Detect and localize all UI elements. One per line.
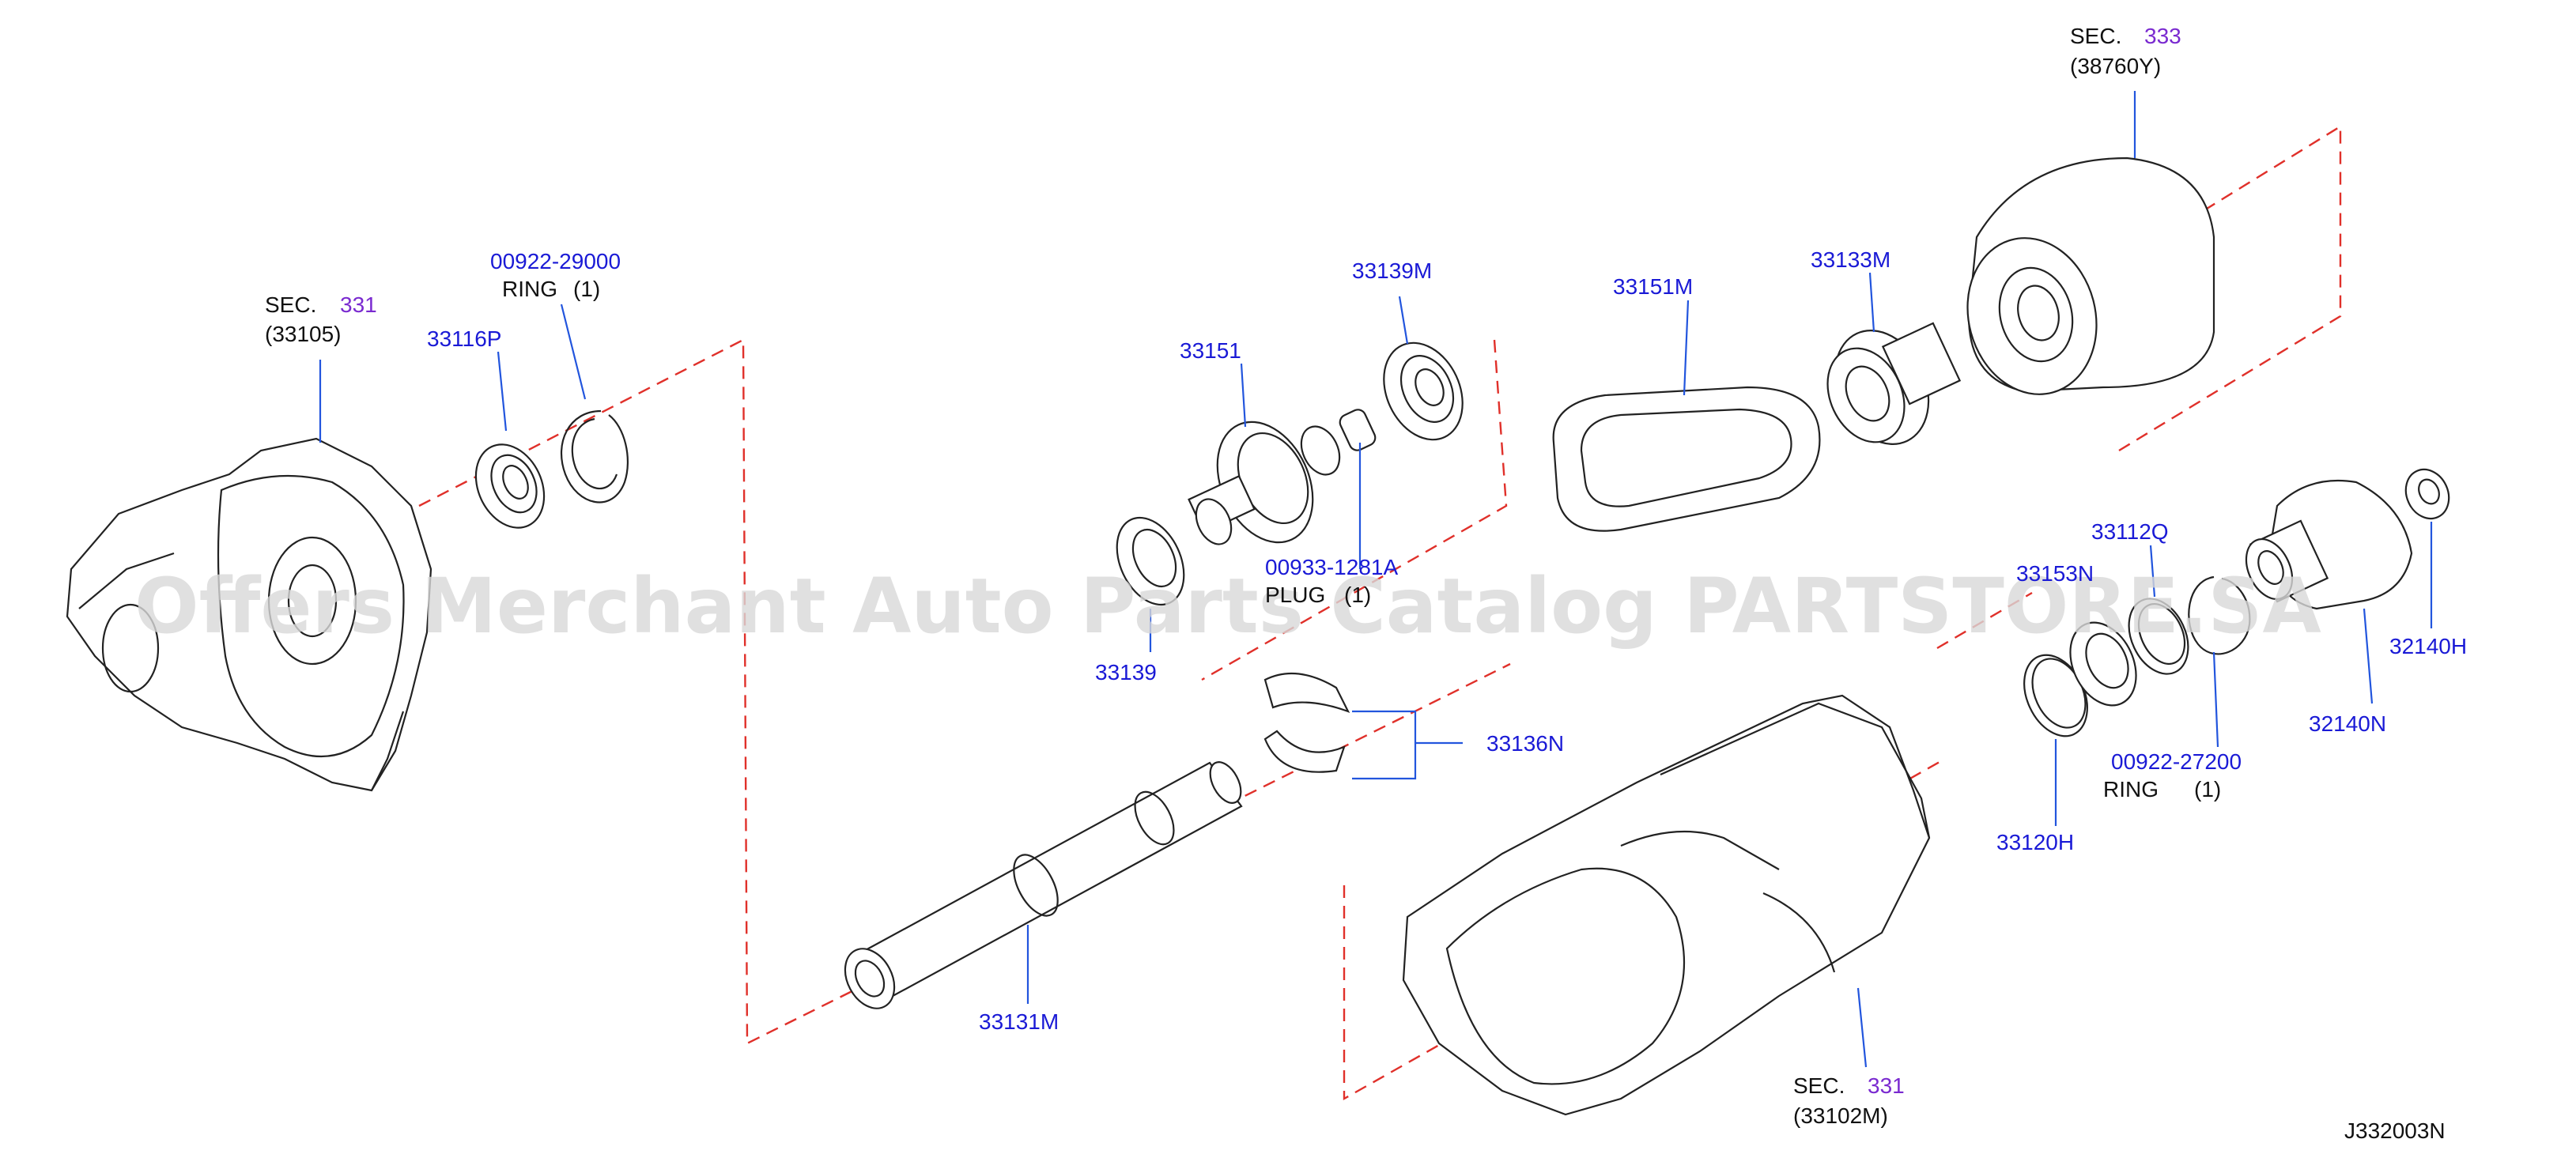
part-00922-27200-name: RING [2103,777,2159,801]
part-32140h-link[interactable]: 32140H [2389,634,2467,658]
part-33153n-link[interactable]: 33153N [2016,561,2094,586]
sec-331-front-link[interactable]: 331 [340,292,377,317]
front-case-drawing[interactable] [66,437,432,792]
bearing-33139m-drawing[interactable] [1369,330,1477,453]
seal-33112q-drawing[interactable] [2117,589,2200,683]
part-00933-1281a-qty: (1) [1344,583,1371,607]
driven-sprocket-33133m-drawing[interactable] [1813,315,1962,459]
snap-ring-00922-27200-drawing[interactable] [2188,575,2251,655]
part-00922-27200-qty: (1) [2194,777,2221,801]
part-00922-29000-qty: (1) [573,277,600,301]
diagram-code: J332003N [2344,1118,2446,1143]
sec-331-front-code: (33105) [265,322,342,346]
sec-333-link[interactable]: 333 [2144,24,2181,48]
drive-sprocket-33151-drawing[interactable] [1188,406,1347,557]
leader-lines [319,91,2433,1068]
part-33116p-link[interactable]: 33116P [427,326,501,351]
bearing-33153n-drawing[interactable] [2057,612,2148,716]
part-33151-link[interactable]: 33151 [1180,338,1241,363]
drum-sec-333-drawing[interactable] [1951,157,2215,409]
plug-00933-1281a-drawing[interactable] [1337,407,1377,453]
snap-ring-00922-29000-drawing[interactable] [560,409,629,504]
part-00933-1281a-link[interactable]: 00933-1281A [1265,555,1398,579]
sec-333-code: (38760Y) [2070,54,2161,78]
mainshaft-33131m-drawing[interactable] [835,757,1247,1017]
needle-bearings-33136n-drawing[interactable] [1263,672,1350,773]
watermark: Offers Merchant Auto Parts Catalog PARTS… [134,562,2321,651]
sec-331-rear-prefix: SEC. [1793,1073,1845,1098]
part-33136n-link[interactable]: 33136N [1486,731,1564,756]
part-00933-1281a-name: PLUG [1265,583,1325,607]
sec-331-rear-code: (33102M) [1793,1103,1888,1128]
assembly-guide-lines [418,124,2342,1101]
part-32140n-link[interactable]: 32140N [2309,711,2386,736]
bearing-33116p-drawing[interactable] [463,433,557,539]
bearing-33139-drawing[interactable] [1104,507,1197,615]
part-33112q-link[interactable]: 33112Q [2091,519,2169,544]
sec-331-rear-link[interactable]: 331 [1868,1073,1905,1098]
part-33131m-link[interactable]: 33131M [979,1009,1059,1034]
part-33133m-link[interactable]: 33133M [1811,247,1890,272]
part-00922-29000-name: RING [502,277,557,301]
part-33151m-link[interactable]: 33151M [1613,274,1693,299]
chain-33151m-drawing[interactable] [1552,386,1821,532]
part-00922-27200-link[interactable]: 00922-27200 [2111,749,2242,774]
sec-333-prefix: SEC. [2070,24,2121,48]
nut-32140h-drawing[interactable] [2398,462,2457,526]
sec-331-front-prefix: SEC. [265,292,316,317]
part-33120h-link[interactable]: 33120H [1996,830,2074,854]
part-33139m-link[interactable]: 33139M [1352,258,1432,283]
labels: SEC. 331 (33105) 00922-29000 RING (1) 33… [265,24,2467,1143]
part-33139-link[interactable]: 33139 [1095,660,1157,685]
flange-32140n-drawing[interactable] [2238,479,2413,610]
rear-case-drawing[interactable] [1402,694,1931,1116]
part-00922-29000-link[interactable]: 00922-29000 [490,249,621,273]
